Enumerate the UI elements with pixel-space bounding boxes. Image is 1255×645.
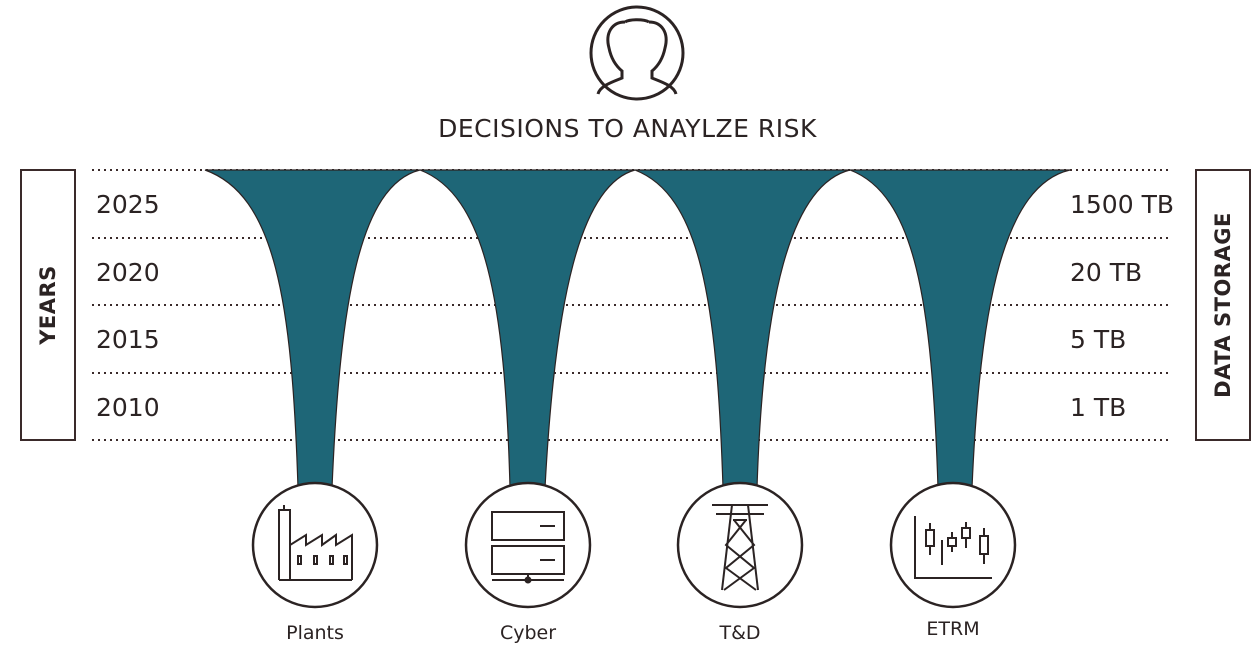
plants-circle bbox=[251, 481, 379, 609]
data-storage-label: DATA STORAGE bbox=[1211, 212, 1235, 398]
td-circle bbox=[676, 481, 804, 609]
category-label-cyber: Cyber bbox=[499, 622, 557, 644]
transmission-tower-icon bbox=[712, 504, 768, 591]
diagram-title: DECISIONS TO ANAYLZE RISK bbox=[438, 114, 817, 143]
year-label-2025: 2025 bbox=[96, 190, 160, 219]
category-label-etrm: ETRM bbox=[926, 618, 980, 640]
storage-label-20tb: 20 TB bbox=[1070, 258, 1143, 287]
storage-label-5tb: 5 TB bbox=[1070, 325, 1127, 354]
funnel-etrm bbox=[849, 169, 1071, 489]
category-label-plants: Plants bbox=[286, 622, 344, 644]
data-storage-box: DATA STORAGE bbox=[1195, 169, 1251, 441]
years-box: YEARS bbox=[20, 169, 76, 441]
year-label-2010: 2010 bbox=[96, 393, 160, 422]
storage-label-1500tb: 1500 TB bbox=[1070, 190, 1174, 219]
candlestick-chart-icon bbox=[914, 516, 992, 579]
year-label-2015: 2015 bbox=[96, 325, 160, 354]
years-label: YEARS bbox=[36, 265, 60, 345]
factory-icon bbox=[278, 505, 353, 581]
year-label-2020: 2020 bbox=[96, 258, 160, 287]
server-icon bbox=[491, 511, 565, 584]
funnel-td bbox=[634, 169, 851, 489]
category-label-td: T&D bbox=[719, 622, 761, 644]
person-icon bbox=[589, 5, 685, 101]
funnels bbox=[204, 169, 1071, 489]
storage-label-1tb: 1 TB bbox=[1070, 393, 1127, 422]
